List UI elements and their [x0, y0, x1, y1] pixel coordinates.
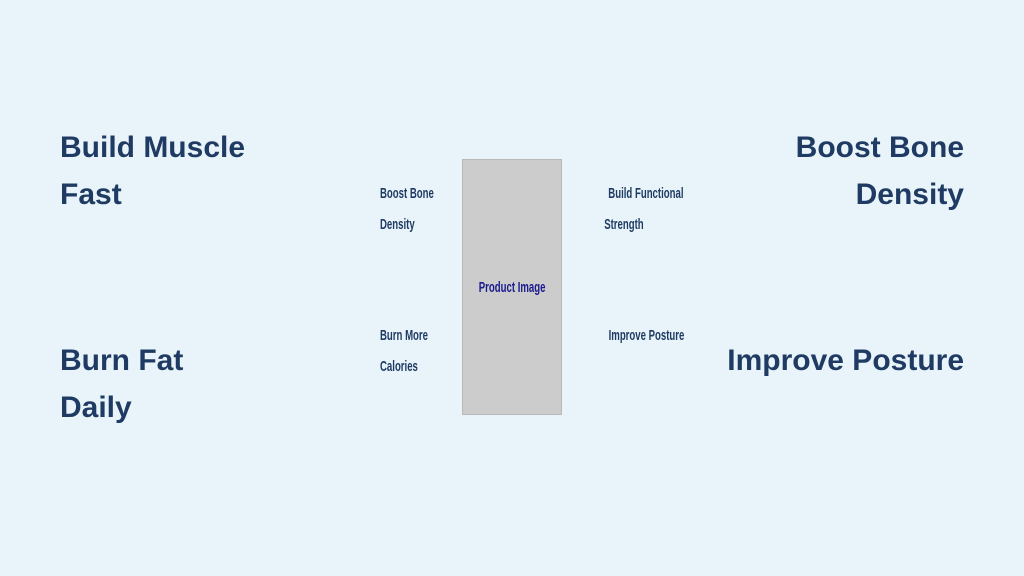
benefit-improve-posture: Improve Posture	[727, 337, 964, 384]
benefit-boost-bone: Boost Bone Density	[796, 124, 964, 218]
product-image-label: Product Image	[478, 278, 546, 296]
product-image-placeholder: Product Image	[462, 159, 562, 415]
label-build-functional: Build Functional Strength	[566, 178, 684, 240]
label-burn-more: Burn More Calories	[380, 320, 458, 382]
benefit-build-muscle: Build Muscle Fast	[60, 124, 245, 218]
label-line: Burn More	[380, 327, 428, 344]
benefit-line: Fast	[60, 178, 122, 211]
label-line: Improve Posture	[608, 327, 685, 344]
benefit-burn-fat: Burn Fat Daily	[60, 337, 183, 431]
benefit-line: Build Muscle	[60, 131, 246, 164]
label-improve-posture: Improve Posture	[566, 320, 685, 351]
label-line: Boost Bone	[380, 185, 434, 202]
label-line: Density	[380, 216, 415, 233]
benefit-line: Daily	[60, 391, 132, 424]
benefit-line: Density	[855, 178, 964, 211]
label-line: Calories	[380, 358, 418, 375]
label-line: Strength	[604, 216, 644, 233]
benefit-line: Boost Bone	[795, 131, 964, 164]
benefit-line: Improve Posture	[727, 344, 964, 377]
label-boost-bone: Boost Bone Density	[380, 178, 458, 240]
benefit-line: Burn Fat	[60, 344, 184, 377]
label-line: Build Functional	[608, 185, 684, 202]
